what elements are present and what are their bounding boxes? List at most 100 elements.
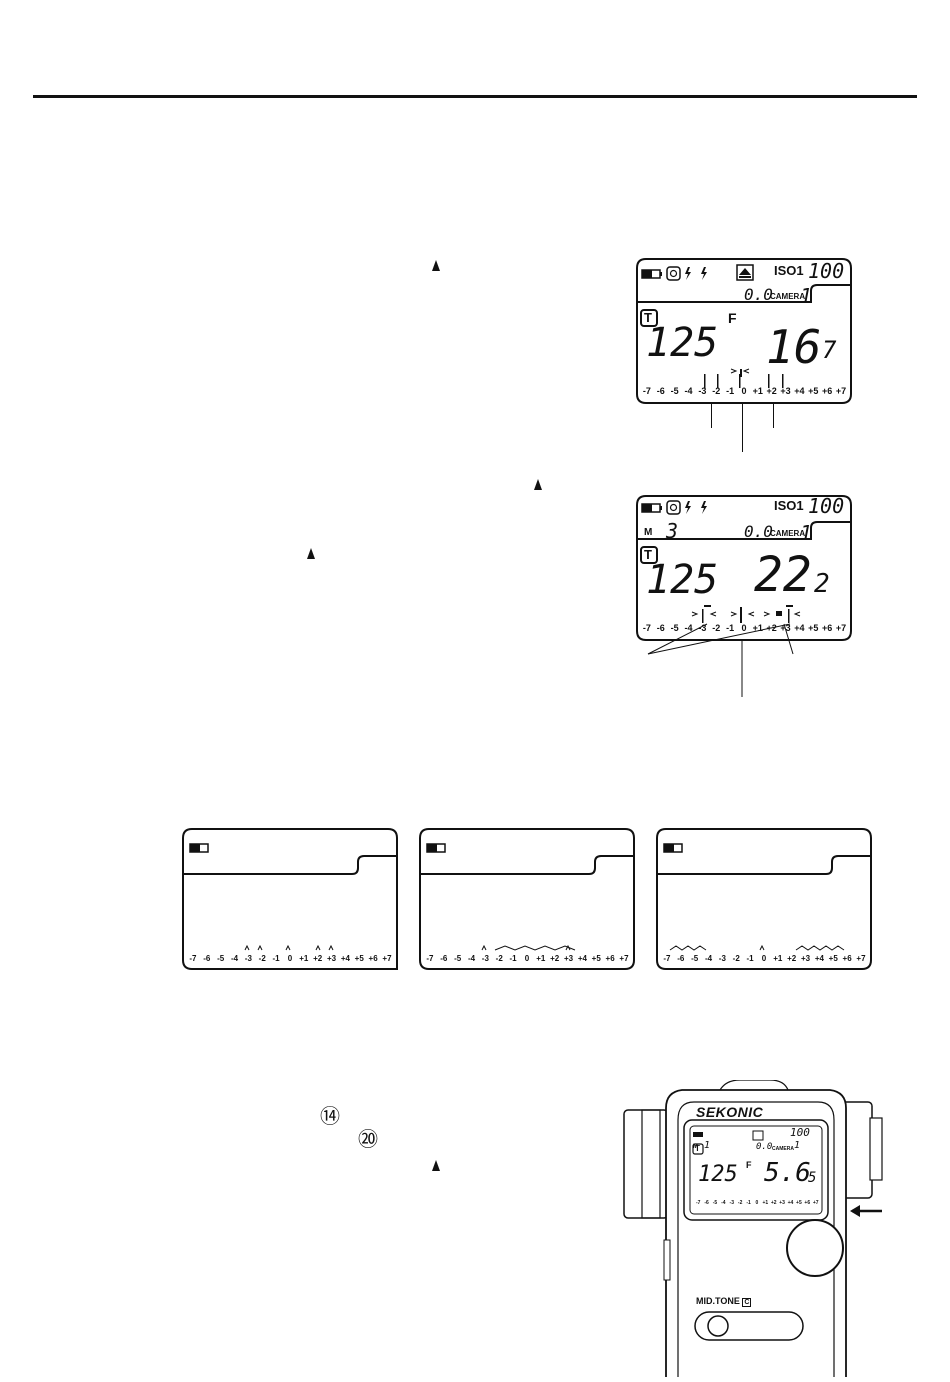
camera-number: 1 (794, 1140, 801, 1151)
ev-scale-label: +4 (340, 954, 350, 963)
ev-scale-label: -5 (691, 954, 699, 963)
ev-scale-label: +1 (752, 386, 763, 396)
midtone-badge: C (742, 1298, 752, 1307)
memory-count: 3 (666, 519, 679, 543)
ev-scale-label: +5 (808, 623, 819, 633)
aperture-tenths: 2 (814, 569, 830, 599)
ev-scale-label: +2 (550, 954, 560, 963)
ev-scale-label: +4 (794, 623, 805, 633)
iso-label: ISO1 (774, 498, 804, 513)
ev-scale-label: -5 (670, 386, 679, 396)
ev-scale-label: +5 (808, 386, 819, 396)
lcd-frame (182, 828, 398, 970)
ev-scale-label: +4 (787, 1200, 794, 1206)
ev-scale-label: +3 (563, 954, 574, 963)
mode-letter: T (644, 547, 652, 562)
camera-number: 1 (800, 284, 813, 308)
ev-scale-label: -1 (746, 1200, 751, 1206)
ev-scale-label: -4 (721, 1200, 726, 1206)
ev-scale-label: +6 (605, 954, 615, 963)
ev-scale-label: -7 (642, 386, 651, 396)
ev-scale-label: +3 (780, 386, 791, 396)
aperture-value: 5.6 (764, 1158, 811, 1188)
f-label: F (746, 1160, 752, 1170)
brand-logo: SEKONIC (696, 1104, 764, 1120)
leader-line (711, 402, 712, 428)
aperture-value: 16 (766, 320, 822, 374)
aperture-value: 22 (754, 547, 812, 603)
ev-scale-label: -7 (189, 954, 197, 963)
ev-scale-label: +1 (536, 954, 546, 963)
lcd-frame (636, 495, 852, 641)
lcd-frame (656, 828, 872, 970)
ev-scale-label: 0 (761, 954, 767, 963)
ev-scale-label: -2 (258, 954, 266, 963)
ev-scale-label: -1 (726, 386, 735, 396)
ev-scale-label: -6 (656, 623, 665, 633)
iso-value: 100 (808, 494, 845, 518)
ev-scale-label: +4 (577, 954, 587, 963)
iso-label: ISO1 (774, 263, 804, 278)
ev-scale-label: -4 (704, 954, 713, 963)
ev-scale-label: +2 (313, 954, 323, 963)
ev-scale-label: -2 (737, 1200, 743, 1206)
ev-scale-label: +7 (835, 623, 847, 633)
ev-scale-label: -2 (732, 954, 740, 963)
ev-scale-label: +7 (619, 954, 629, 963)
header-rule (33, 95, 917, 98)
f-label: F (728, 310, 737, 326)
ev-scale-label: +6 (804, 1200, 811, 1206)
ev-scale-label: +1 (299, 954, 309, 963)
ev-scale-label: +1 (752, 623, 763, 633)
up-triangle-icon (307, 548, 315, 559)
ev-scale-label: +7 (835, 386, 847, 396)
ev-scale-label: 0 (741, 623, 747, 633)
ev-scale-label: -3 (718, 954, 726, 963)
ev-scale-label: +3 (326, 954, 337, 963)
ev-scale-label: -4 (684, 623, 693, 633)
memory-count: 1 (704, 1140, 711, 1151)
iso-value: 100 (808, 259, 845, 283)
ev-scale-label: -3 (729, 1200, 734, 1206)
ev-scale-label: -5 (670, 623, 679, 633)
ev-scale-label: -1 (746, 954, 754, 963)
ev-scale-label: +2 (787, 954, 797, 963)
ev-scale-label: +3 (800, 954, 811, 963)
ev-scale-label: +5 (591, 954, 601, 963)
camera-label: CAMERA (770, 292, 806, 301)
light-meter-illustration: SEKONIC 100 M 1 0.0 CAMERA 1 T F 125 5.6… (620, 1079, 920, 1377)
ev-scale-label: +5 (828, 954, 838, 963)
ev-scale-label: +2 (770, 1200, 777, 1206)
ev-scale-label: -2 (712, 386, 721, 396)
shutter-speed: 125 (646, 320, 719, 366)
ev-scale-label: -5 (217, 954, 225, 963)
ev-scale-label: +4 (814, 954, 824, 963)
aperture-tenths: 7 (822, 336, 837, 364)
reference-number-20: ⑳ (358, 1127, 378, 1151)
compensation-value: 0.0 (744, 522, 773, 541)
memory-label: M (693, 1144, 698, 1150)
memory-label: M (644, 527, 653, 538)
ev-scale-label: -5 (712, 1200, 718, 1206)
ev-scale-label: +5 (796, 1200, 802, 1206)
reference-number-14: ⑭ (320, 1104, 340, 1128)
compensation-value: 0.0 (756, 1142, 773, 1152)
ev-scale-label: -3 (698, 386, 707, 396)
ev-scale-label: -1 (509, 954, 517, 963)
ev-scale-label: -4 (230, 954, 239, 963)
ev-scale-label: -3 (698, 623, 707, 633)
midtone-label-text: MID.TONE (696, 1296, 740, 1306)
lcd-frame (636, 258, 852, 404)
ev-scale-label: -7 (663, 954, 671, 963)
shutter-speed: 125 (646, 557, 719, 603)
ev-scale-label: 0 (524, 954, 530, 963)
up-triangle-icon (534, 479, 542, 490)
ev-scale-label: -7 (642, 623, 651, 633)
ev-scale-label: 0 (741, 386, 747, 396)
ev-scale-label: -2 (712, 623, 721, 633)
lcd-frame (419, 828, 635, 970)
lcd-display-average: ISO1 100 0.0 CAMERA 1 T F 125 16 7 -7-6-… (636, 258, 852, 404)
